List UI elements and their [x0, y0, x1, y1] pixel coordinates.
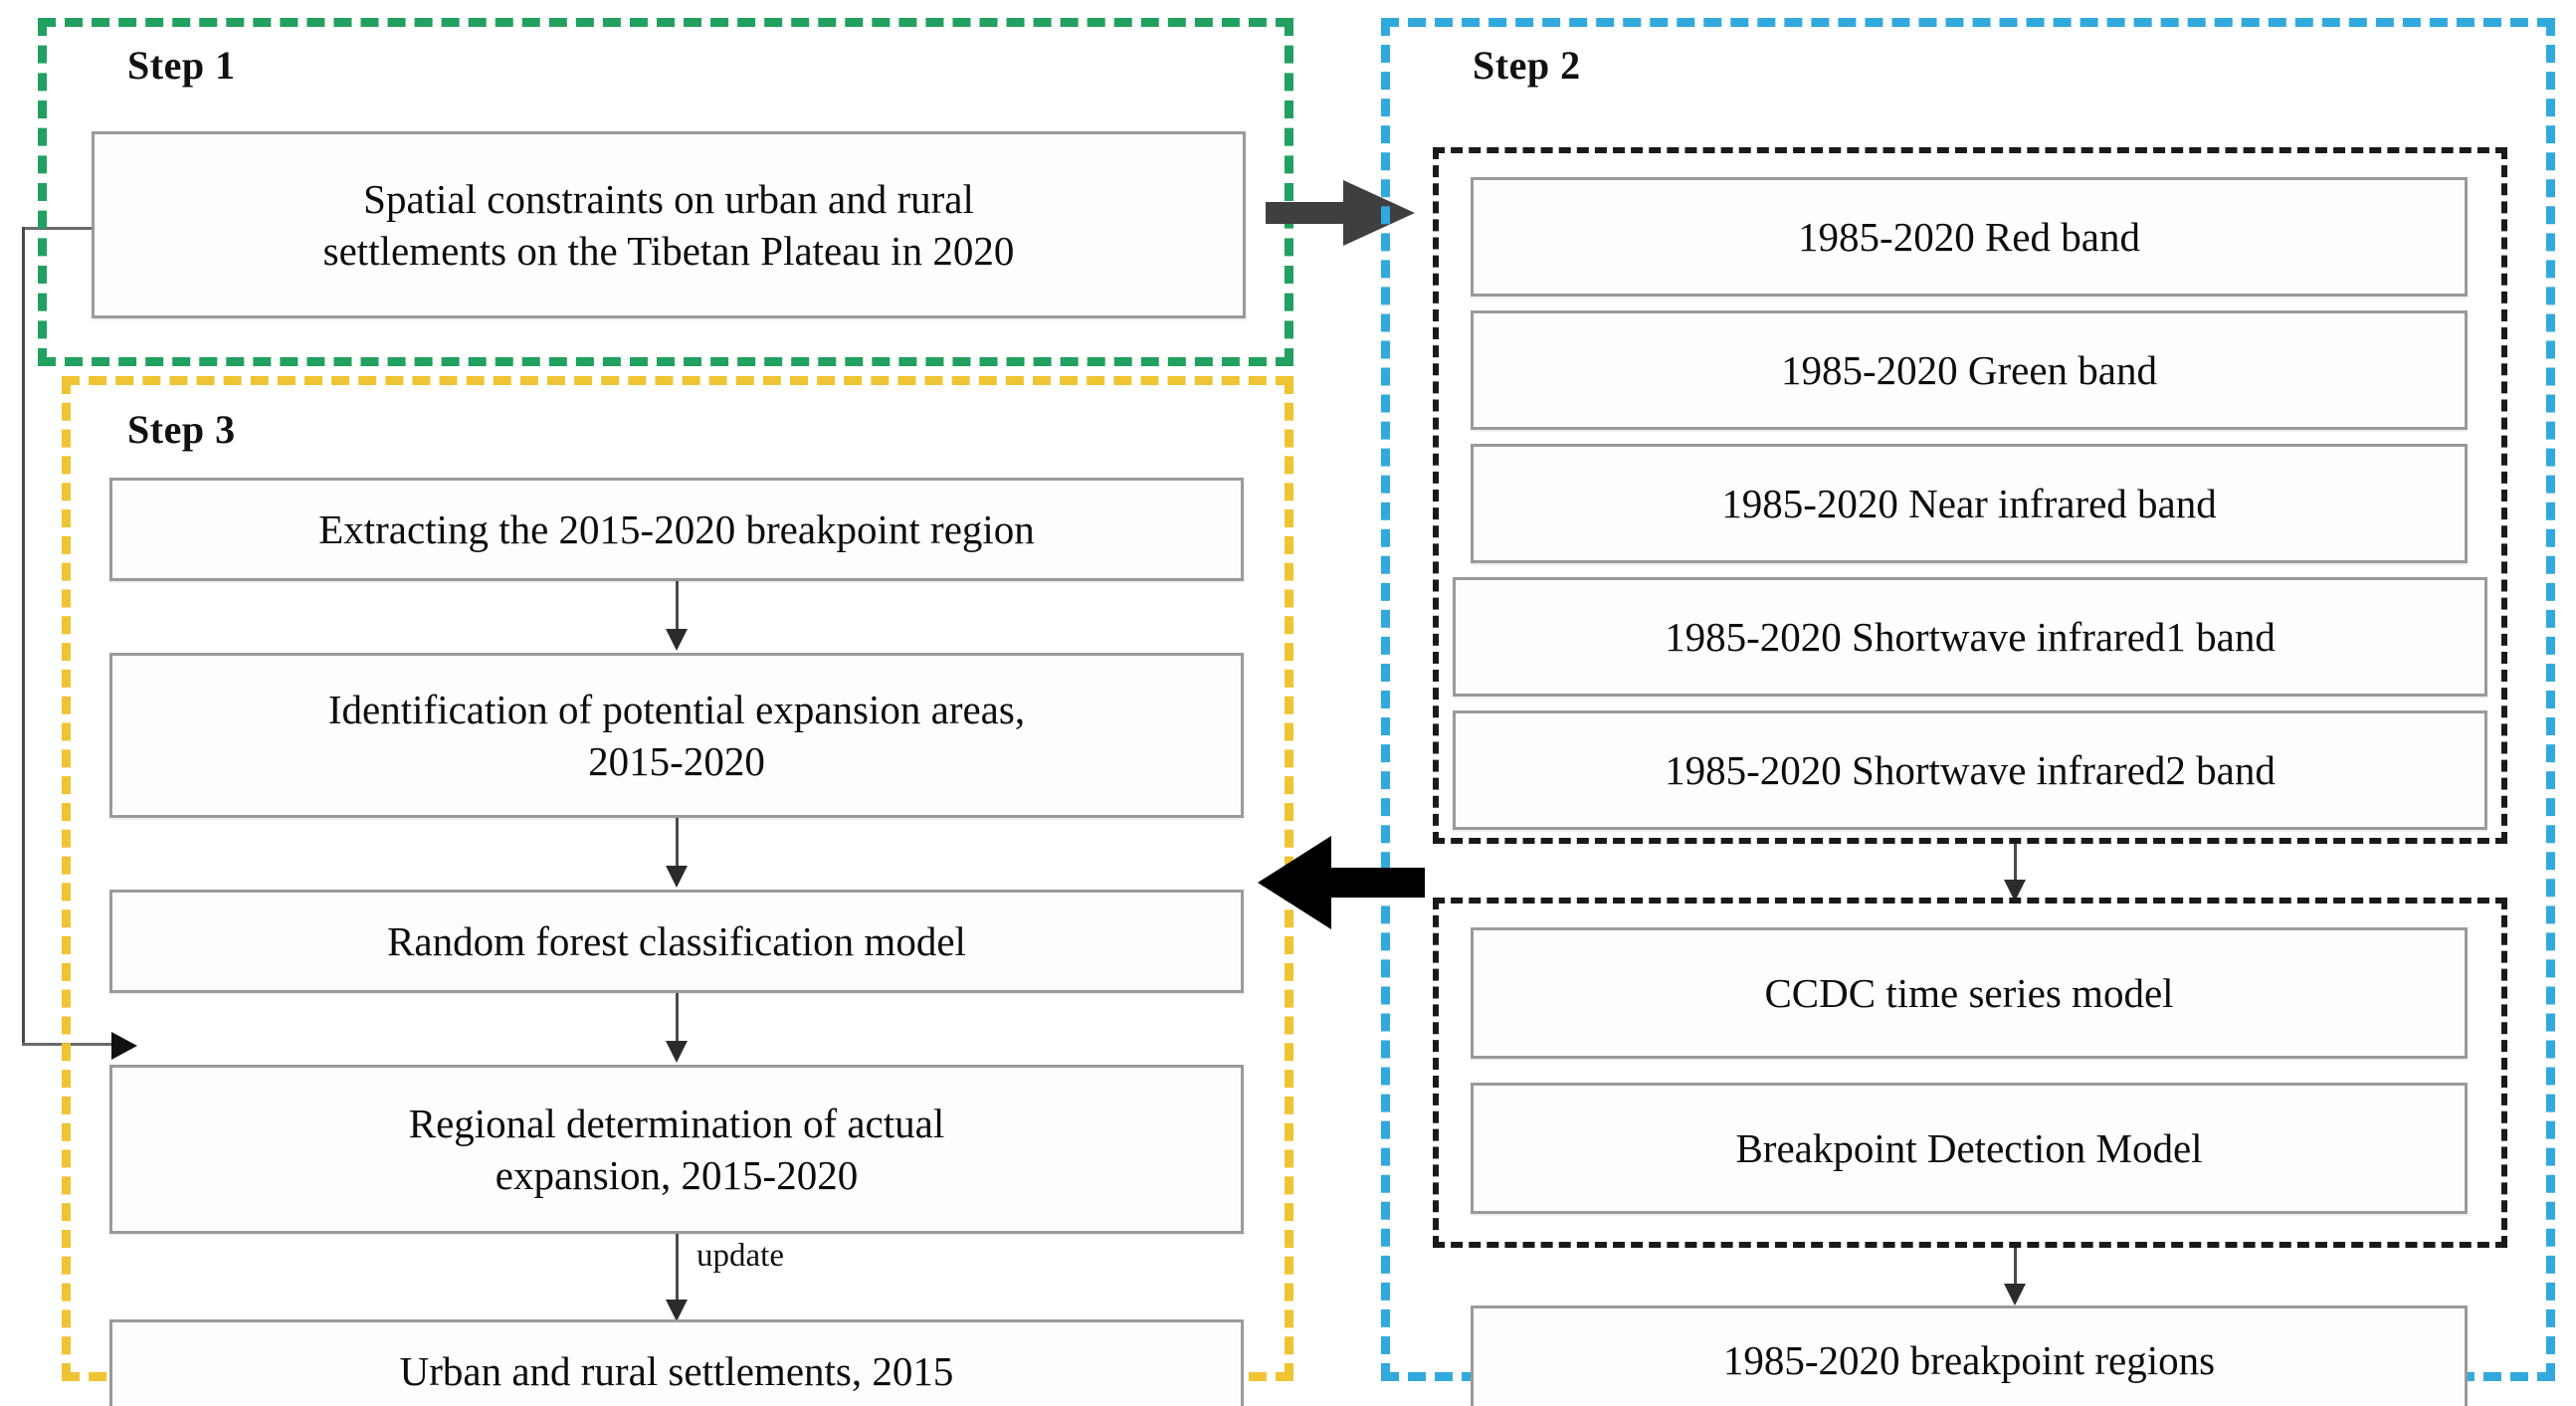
feedback-line-top — [22, 227, 126, 230]
step2-band-label-1: 1985-2020 Green band — [1780, 346, 2157, 393]
step3-box2-line2: 2015-2020 — [588, 738, 765, 784]
step3-box-urban-rural-settlements-2015: Urban and rural settlements, 2015 — [109, 1319, 1244, 1406]
step2-model-label-0: CCDC time series model — [1764, 969, 2174, 1016]
step3-box4-line2: expansion, 2015-2020 — [495, 1152, 859, 1198]
step2-band-label-3: 1985-2020 Shortwave infrared1 band — [1665, 613, 2276, 660]
step2-box-near-infrared-band: 1985-2020 Near infrared band — [1471, 444, 2468, 563]
step3-connector-1 — [676, 581, 679, 635]
step2-connector-models-to-output — [2014, 1248, 2017, 1290]
step3-connector-3 — [676, 993, 679, 1047]
step3-box5-line1: Urban and rural settlements, 2015 — [399, 1347, 954, 1394]
feedback-line-vertical — [22, 227, 25, 1045]
step2-band-label-0: 1985-2020 Red band — [1798, 213, 2140, 260]
step2-box-breakpoint-detection-model: Breakpoint Detection Model — [1471, 1083, 2468, 1214]
step3-connector-4 — [676, 1234, 679, 1306]
step2-output-label: 1985-2020 breakpoint regions — [1722, 1336, 2216, 1383]
step1-title: Step 1 — [127, 43, 236, 88]
arrow-down-icon-1 — [666, 629, 688, 651]
step2-box-red-band: 1985-2020 Red band — [1471, 177, 2468, 297]
block-arrow-right-icon — [1266, 174, 1415, 257]
step3-connector-2 — [676, 818, 679, 872]
step2-box-shortwave-infrared2-band: 1985-2020 Shortwave infrared2 band — [1453, 710, 2487, 830]
update-edge-label: update — [696, 1238, 784, 1274]
step2-connector-bands-to-models — [2014, 844, 2017, 886]
arrow-down-icon-2 — [666, 866, 688, 888]
step3-box2-line1: Identification of potential expansion ar… — [327, 686, 1026, 732]
block-arrow-left-icon — [1258, 834, 1425, 936]
arrow-down-icon-5 — [2004, 880, 2026, 902]
step1-panel — [38, 18, 1293, 366]
step2-band-label-2: 1985-2020 Near infrared band — [1721, 480, 2217, 526]
step2-band-label-4: 1985-2020 Shortwave infrared2 band — [1665, 746, 2276, 793]
step1-box-spatial-constraints: Spatial constraints on urban and rural s… — [92, 131, 1246, 318]
step2-title: Step 2 — [1473, 43, 1581, 88]
step3-box-regional-determination: Regional determination of actual expansi… — [109, 1065, 1244, 1234]
step2-bands-group — [1433, 147, 2507, 844]
step3-box3-line1: Random forest classification model — [387, 917, 966, 964]
step2-models-group — [1433, 898, 2507, 1248]
arrow-down-icon-6 — [2004, 1284, 2026, 1306]
step2-box-shortwave-infrared1-band: 1985-2020 Shortwave infrared1 band — [1453, 577, 2487, 697]
step2-box-ccdc-time-series-model: CCDC time series model — [1471, 927, 2468, 1059]
step3-box-identification-expansion: Identification of potential expansion ar… — [109, 653, 1244, 818]
step3-title: Step 3 — [127, 407, 236, 452]
step3-box1-line1: Extracting the 2015-2020 breakpoint regi… — [318, 505, 1035, 552]
feedback-arrow-icon — [111, 1032, 137, 1060]
step1-box-line1: Spatial constraints on urban and rural — [363, 175, 974, 222]
step2-box-green-band: 1985-2020 Green band — [1471, 310, 2468, 430]
step1-box-line2: settlements on the Tibetan Plateau in 20… — [322, 228, 1015, 274]
step2-model-label-1: Breakpoint Detection Model — [1735, 1124, 2203, 1171]
arrow-down-icon-3 — [666, 1041, 688, 1063]
step3-box4-line1: Regional determination of actual — [408, 1100, 945, 1146]
step3-box-extracting-breakpoint: Extracting the 2015-2020 breakpoint regi… — [109, 478, 1244, 581]
step2-box-breakpoint-regions-output: 1985-2020 breakpoint regions — [1471, 1306, 2468, 1406]
step3-box-random-forest: Random forest classification model — [109, 890, 1244, 993]
arrow-down-icon-4 — [666, 1300, 688, 1321]
